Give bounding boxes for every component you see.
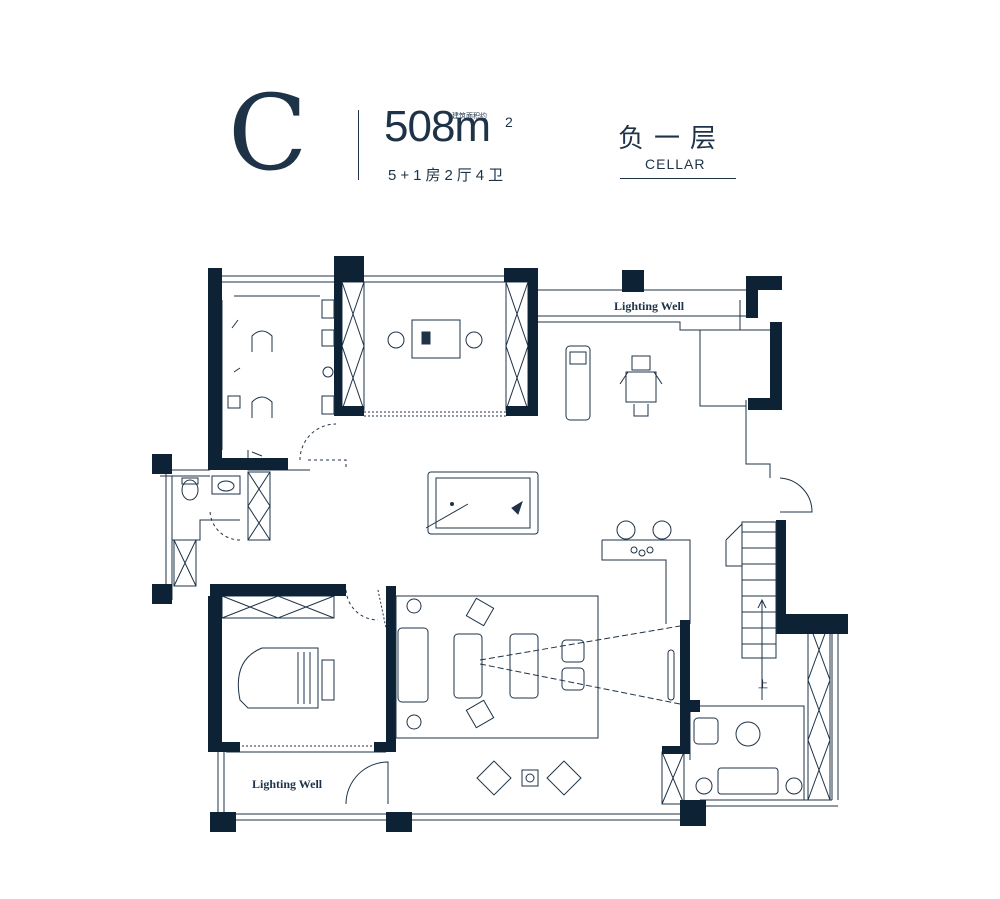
wall [686,700,700,712]
outer-wall-line [210,275,336,283]
opening-line [364,411,506,417]
treadmill [565,345,591,421]
interior-line [221,295,320,450]
interior-line [700,705,805,800]
interior-line [172,519,240,541]
window-panel [807,619,831,801]
sight-line [479,625,681,705]
wall [662,746,690,754]
room-summary: 5+1房2厅4卫 [388,167,508,184]
plan-header: C 508m 建筑面积约 2 5+1房2厅4卫 负一层 CELLAR [0,0,1000,220]
interior-line [601,540,667,624]
wall [210,742,240,752]
wall [776,614,848,634]
grand-piano [237,647,335,709]
area-unit-superscript: 2 [505,114,513,130]
wall [334,282,342,416]
window-panel [173,539,197,587]
floor-subtitle: CELLAR [645,156,706,172]
interior-line [699,330,746,407]
interior-line [538,321,770,331]
wall [528,282,538,416]
lighting-well-bottom-label: Lighting Well [252,777,323,791]
outer-wall-line [210,813,680,821]
staircase [725,521,777,700]
structural-walls [152,256,848,832]
interior-line [602,539,691,624]
stair-up-label: 上 [758,679,768,691]
door-arc [299,423,337,461]
door-arc [345,761,389,805]
window-panel [505,281,529,411]
lighting-well-top-label: Lighting Well [614,299,685,313]
meeting-table [387,319,483,359]
wall [336,406,364,416]
wall [748,398,782,410]
interior-line [745,400,771,478]
window-panel [247,471,271,541]
window-panel [221,595,335,619]
weight-machine [619,355,663,417]
wall [208,596,222,752]
outer-wall-line [165,470,173,600]
wall [374,742,396,752]
tv-screen [667,649,675,701]
outer-wall-line [700,799,838,807]
window-panel [661,751,685,805]
bar-stools [616,520,672,557]
outer-wall-line [831,634,839,800]
toilet [181,477,199,501]
area-value: 508m [384,102,491,151]
wall [622,270,644,292]
wall [746,276,782,290]
door-arc [779,477,813,513]
wall [386,586,396,752]
tea-set [693,717,803,795]
wall [334,256,364,282]
window-panel [341,281,365,411]
door-arc [345,589,379,621]
theater-rug [395,595,599,739]
lounge-chairs [476,760,582,796]
area-note: 建筑面积约 [452,113,487,120]
header-divider [358,110,359,180]
wall [210,812,236,832]
shelf-items [227,299,335,457]
unit-letter: C [228,72,308,194]
wall [152,584,172,604]
sofa-seats [397,597,585,730]
outer-wall-line [217,748,225,816]
desk-chair [251,330,273,418]
sink [211,475,241,495]
floor-underline [620,178,736,179]
opening-line [377,589,387,629]
wall [210,584,346,596]
wall [770,322,782,410]
wall [680,800,706,826]
wall [506,406,538,416]
floor-title: 负一层 [618,123,727,153]
wall [776,520,786,622]
wall [504,268,538,282]
wall [746,290,758,318]
wall [680,620,690,750]
door-line [308,459,347,470]
outer-wall-line [364,275,506,283]
wall [208,458,288,470]
wall [208,268,222,470]
wall [386,812,412,832]
billiard-table [425,471,539,535]
door-arc [209,509,241,541]
wall [152,454,172,474]
